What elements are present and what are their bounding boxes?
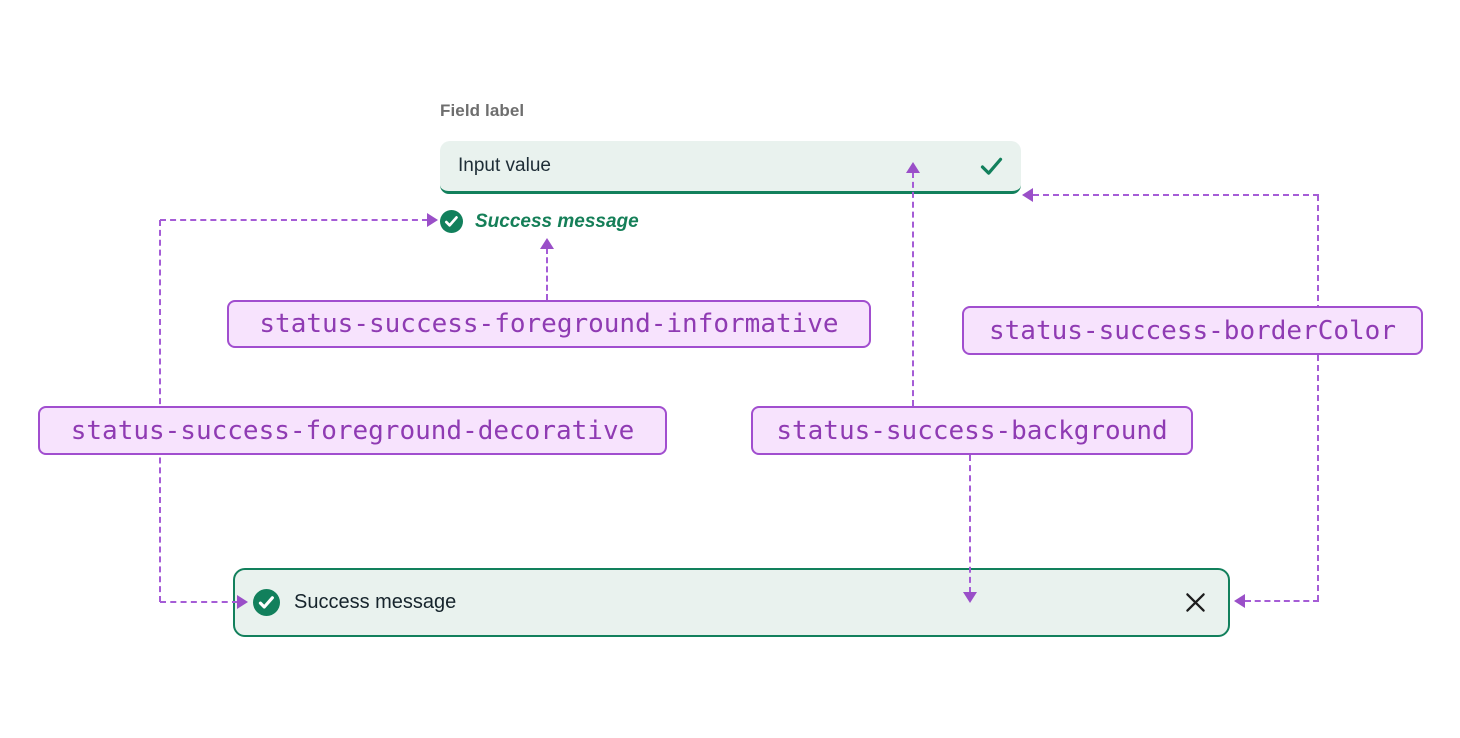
token-status-success-foreground-informative: status-success-foreground-informative xyxy=(227,300,871,348)
token-status-success-background: status-success-background xyxy=(751,406,1193,455)
connector-informative-to-help-text xyxy=(546,248,548,300)
arrowhead-to-help-text xyxy=(540,238,554,249)
arrowhead-to-input-background xyxy=(906,162,920,173)
connector-bordercolor-to-input xyxy=(1033,194,1319,196)
connector-decorative-to-toast-icon xyxy=(160,601,238,603)
field-help-text: Success message xyxy=(475,210,639,232)
close-button[interactable] xyxy=(1185,592,1206,613)
arrowhead-to-toast-border xyxy=(1234,594,1245,608)
connector-decorative-to-help-icon xyxy=(160,219,428,221)
success-toast: Success message xyxy=(233,568,1230,637)
connector-bordercolor-to-toast xyxy=(1245,600,1319,602)
checkmark-circle-icon xyxy=(253,589,280,616)
token-status-success-borderColor: status-success-borderColor xyxy=(962,306,1423,355)
arrowhead-to-toast-icon xyxy=(237,595,248,609)
arrowhead-to-toast-background xyxy=(963,592,977,603)
field-label: Field label xyxy=(440,101,525,120)
connector-bordercolor-vertical xyxy=(1317,195,1319,601)
field-help-row: Success message xyxy=(440,210,639,233)
connector-background-to-input xyxy=(912,172,914,406)
token-status-success-foreground-decorative: status-success-foreground-decorative xyxy=(38,406,667,455)
connector-background-to-toast xyxy=(969,455,971,593)
checkmark-icon xyxy=(980,157,1003,176)
text-input[interactable]: Input value xyxy=(440,141,1021,194)
arrowhead-to-help-icon xyxy=(427,213,438,227)
toast-message: Success message xyxy=(294,591,457,613)
checkmark-circle-icon xyxy=(440,210,463,233)
close-icon xyxy=(1185,592,1206,613)
input-value: Input value xyxy=(458,155,551,176)
arrowhead-to-input-border xyxy=(1022,188,1033,202)
